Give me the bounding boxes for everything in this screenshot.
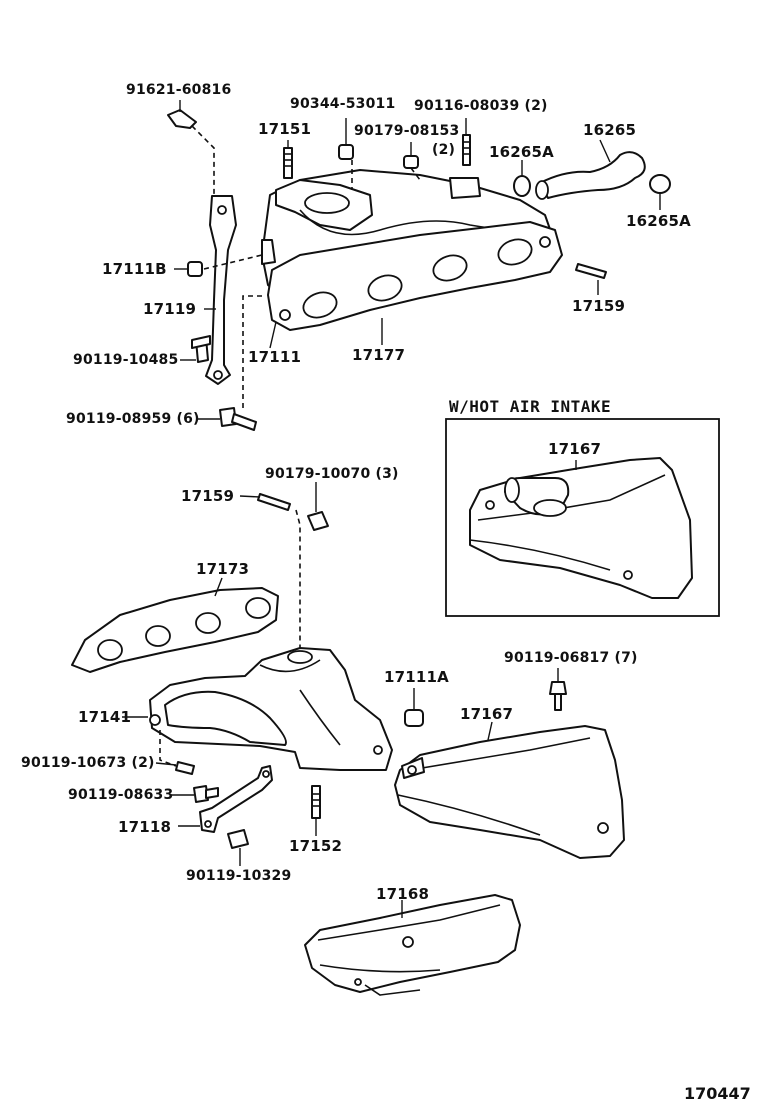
bolt-90119-10673 <box>155 730 195 775</box>
label-16265A-bottom: 16265A <box>626 212 691 230</box>
label-90119-10485: 90119-10485 <box>73 352 179 368</box>
label-17111A: 17111A <box>384 668 449 686</box>
hose-16265 <box>535 139 646 200</box>
label-17118: 17118 <box>118 818 172 836</box>
label-17159-mid: 17159 <box>181 487 235 505</box>
label-17111: 17111 <box>248 348 302 366</box>
label-91621-60816: 91621-60816 <box>126 82 232 98</box>
bolt-90119-10329 <box>227 829 249 866</box>
label-17168: 17168 <box>376 885 430 903</box>
nut-90179-10070 <box>295 482 329 650</box>
label-90119-10673: 90119-10673 (2) <box>21 755 155 771</box>
label-17111B: 17111B <box>102 260 167 278</box>
exhaust-manifold-17141 <box>122 647 393 771</box>
clamp-16265A <box>513 160 671 210</box>
heat-insulator-17168 <box>304 894 521 996</box>
label-90119-08959: 90119-08959 (6) <box>66 411 200 427</box>
label-17173: 17173 <box>196 560 250 578</box>
stud-17152 <box>311 785 321 836</box>
bracket-17118 <box>178 765 273 833</box>
stud-90116-08039 <box>462 118 471 166</box>
label-90116-08039: 90116-08039 (2) <box>414 98 548 114</box>
label-17167: 17167 <box>460 705 514 723</box>
label-17177: 17177 <box>352 346 406 364</box>
nut-17111A <box>404 688 424 727</box>
bolt-90119-08633 <box>170 785 219 803</box>
manifold-stay-17119 <box>204 195 237 385</box>
bolt-91621-60816 <box>167 100 215 196</box>
label-90179-10070: 90179-10070 (3) <box>265 466 399 482</box>
leader-17111 <box>269 321 277 349</box>
bolt-90119-08959 <box>196 295 262 431</box>
nut-17111B <box>174 254 263 277</box>
label-17119: 17119 <box>143 300 197 318</box>
inset-title: W/HOT AIR INTAKE <box>449 397 612 416</box>
exhaust-gasket-17173 <box>71 577 279 673</box>
stud-17159-mid <box>239 493 291 511</box>
bolt-90119-06817 <box>549 668 567 711</box>
intake-manifold-gasket-17177 <box>267 221 563 331</box>
bolt-90119-10485 <box>180 335 211 363</box>
label-17152: 17152 <box>289 837 343 855</box>
label-16265: 16265 <box>583 121 637 139</box>
dash-90179 <box>410 167 421 181</box>
inset-frame <box>445 418 720 617</box>
figure-number: 170447 <box>684 1084 751 1103</box>
heat-insulator-17167 <box>394 721 625 859</box>
heat-insulator-17167-inset <box>469 457 693 599</box>
label-90179-08153-qty: (2) <box>432 142 456 158</box>
label-90119-08633: 90119-08633 <box>68 787 174 803</box>
label-17151: 17151 <box>258 120 312 138</box>
label-17141: 17141 <box>78 708 132 726</box>
stud-17159-top <box>575 263 607 295</box>
label-90344-53011: 90344-53011 <box>290 96 396 112</box>
label-16265A-top: 16265A <box>489 143 554 161</box>
label-90179-08153: 90179-08153 <box>354 123 460 139</box>
nut-90179-08153 <box>403 142 419 169</box>
label-17167-inset: 17167 <box>548 440 602 458</box>
label-17159-top: 17159 <box>572 297 626 315</box>
nut-90344-53011 <box>338 118 354 160</box>
label-90119-06817: 90119-06817 (7) <box>504 650 638 666</box>
label-90119-10329: 90119-10329 <box>186 868 292 884</box>
stud-17151 <box>283 147 293 179</box>
